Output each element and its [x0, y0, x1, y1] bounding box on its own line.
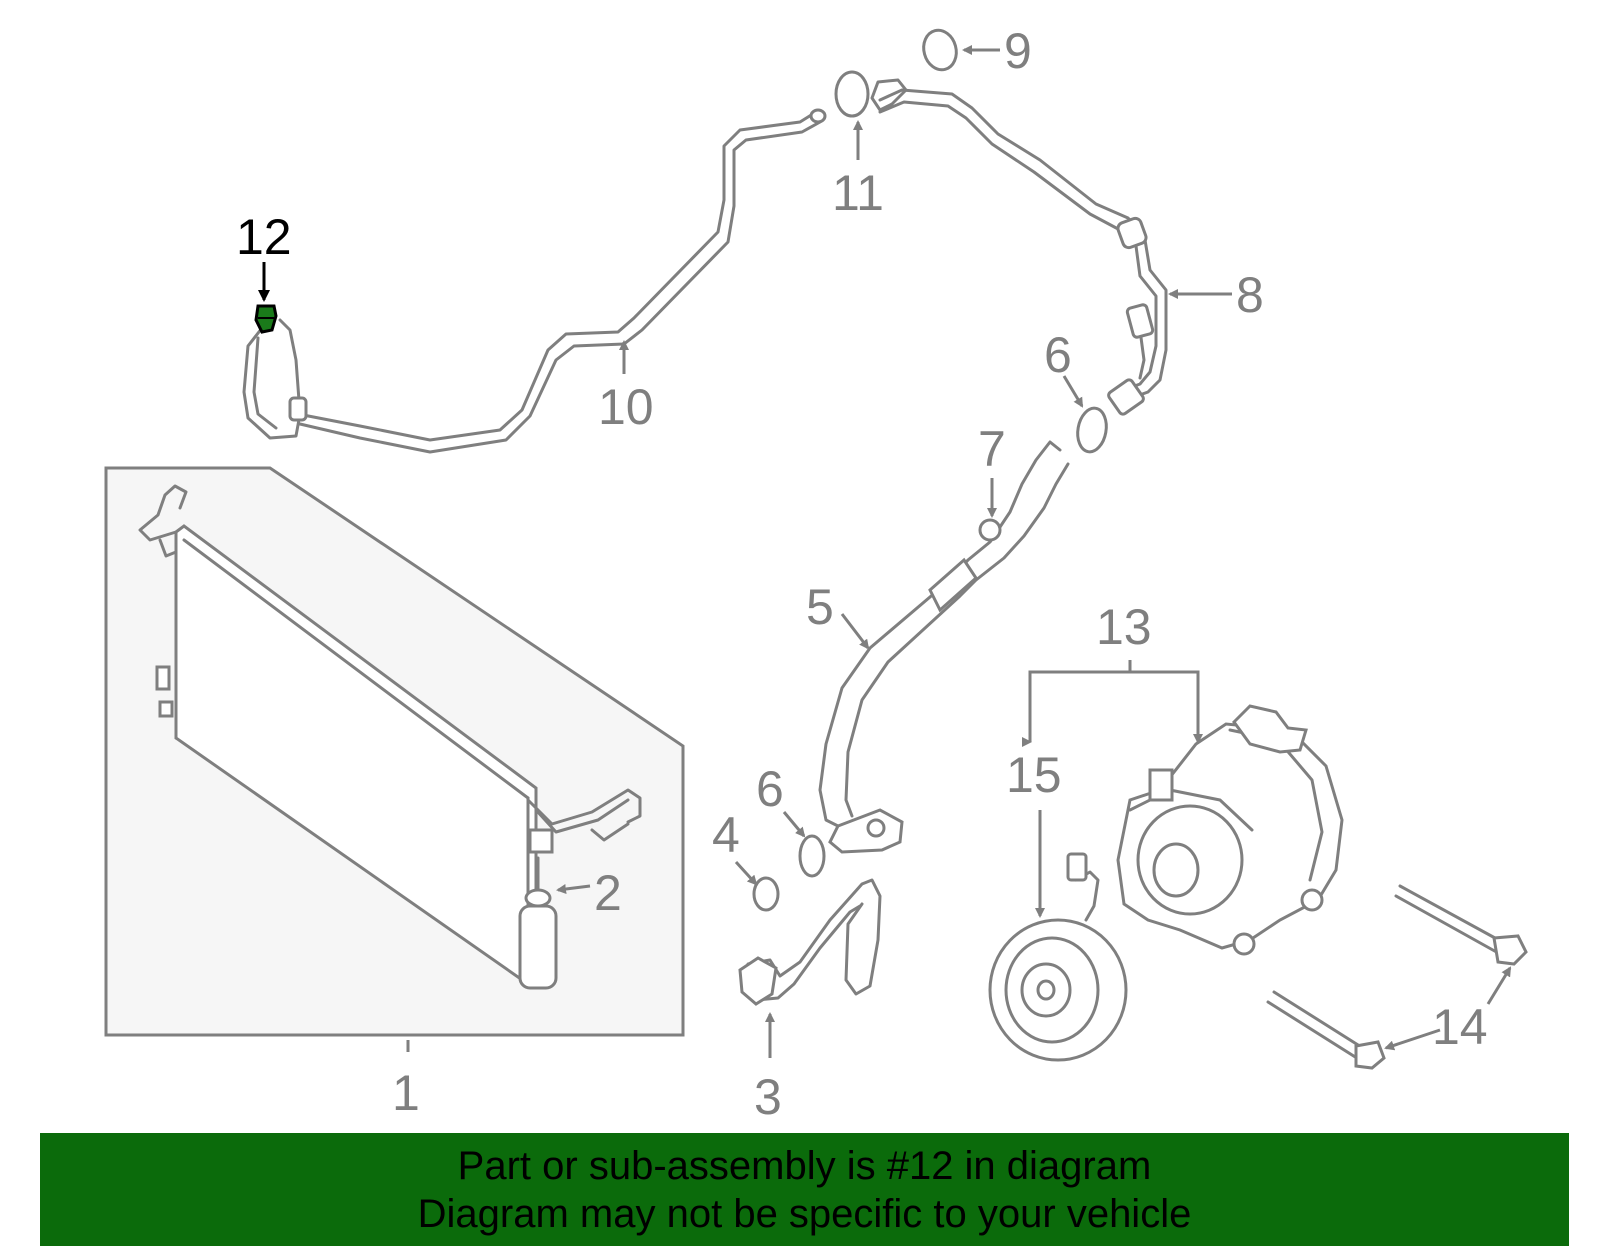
part-12-clip — [254, 304, 278, 334]
callout-5: 5 — [806, 579, 834, 635]
callout-10: 10 — [598, 379, 654, 435]
callout-3: 3 — [754, 1069, 782, 1125]
callout-11: 11 — [832, 165, 884, 221]
callout-6-lower: 6 — [756, 761, 784, 817]
o-ring-6-lower — [798, 834, 826, 878]
callout-7: 7 — [978, 421, 1006, 477]
suction-hose — [818, 440, 1070, 854]
o-ring-7 — [978, 518, 1002, 542]
o-ring-9 — [922, 28, 958, 72]
callout-1: 1 — [392, 1065, 420, 1121]
o-ring-11 — [834, 70, 870, 118]
discharge-line — [870, 78, 1168, 416]
o-ring-6-upper — [1076, 406, 1108, 454]
callout-13: 13 — [1096, 599, 1152, 655]
liquid-line — [242, 108, 827, 454]
o-ring-4 — [752, 876, 780, 912]
callout-12: 12 — [236, 209, 292, 265]
line-3 — [738, 878, 882, 1006]
banner-part-line: Part or sub-assembly is #12 in diagram — [457, 1143, 1152, 1188]
receiver-drier — [518, 904, 558, 990]
callout-4: 4 — [712, 807, 740, 863]
callout-numbers: 1 2 3 4 5 6 6 7 8 9 10 11 12 13 14 15 — [236, 23, 1488, 1125]
callout-8: 8 — [1236, 267, 1264, 323]
callout-14: 14 — [1432, 999, 1488, 1055]
compressor — [1116, 704, 1344, 956]
compressor-clutch — [988, 852, 1128, 1062]
callout-9: 9 — [1004, 23, 1032, 79]
callout-15: 15 — [1006, 747, 1062, 803]
callout-6-upper: 6 — [1044, 327, 1072, 383]
banner-disclaimer-line: Diagram may not be specific to your vehi… — [417, 1191, 1192, 1236]
callout-2: 2 — [594, 865, 622, 921]
leader-lines — [258, 45, 1512, 1058]
bolts-14 — [1266, 884, 1528, 1070]
condenser-assembly — [104, 466, 685, 1037]
part-info-banner: Part or sub-assembly is #12 in diagram D… — [40, 1133, 1569, 1246]
